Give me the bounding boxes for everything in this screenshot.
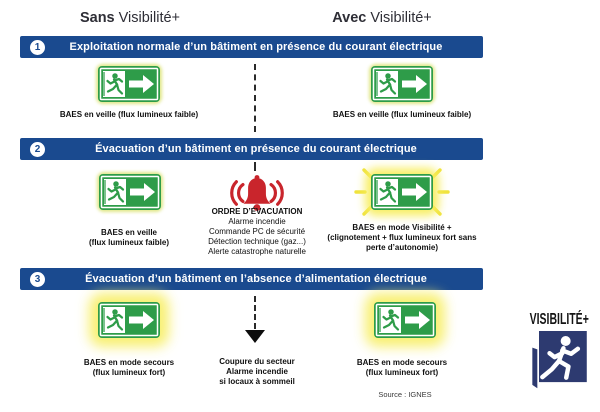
caption-line: (flux lumineux fort) xyxy=(92,368,166,377)
caption-baes-veille-right: BAES en veille (flux lumineux faible) xyxy=(332,110,472,119)
banner-step-1: 1 Exploitation normale d’un bâtiment en … xyxy=(20,36,483,58)
caption-line: BAES en mode secours xyxy=(356,358,448,367)
dashed-divider-line xyxy=(254,162,256,171)
caption-line: (flux lumineux faible) xyxy=(88,238,169,247)
caption-line: BAES en veille xyxy=(100,228,158,237)
caption-baes-veille-2: BAES en veille (flux lumineux faible) xyxy=(29,228,229,248)
caption-line: Commande PC de sécurité xyxy=(208,227,306,236)
exit-sign-secours-icon xyxy=(374,302,436,338)
visibilite-plus-logo-text: VISIBILITÉ+ xyxy=(529,310,589,328)
header-sans-regular: Visibilité+ xyxy=(118,10,181,26)
banner-step-2: 2 Évacuation d’un bâtiment en présence d… xyxy=(20,138,483,160)
banner-2-label: Évacuation d’un bâtiment en présence du … xyxy=(95,143,417,155)
caption-line: BAES en mode Visibilité + xyxy=(352,223,452,232)
caption-ordre-evacuation-title: ORDRE D’ÉVACUATION xyxy=(211,207,303,216)
dashed-divider-line xyxy=(254,64,256,132)
caption-line: (flux lumineux fort) xyxy=(365,368,439,377)
step-number-badge: 3 xyxy=(30,271,45,287)
header-avec-bold: Avec xyxy=(332,10,367,26)
exit-sign-icon xyxy=(371,66,433,102)
dashed-divider-line xyxy=(254,296,256,329)
header-avec-regular: Visibilité+ xyxy=(370,10,432,26)
caption-baes-veille-left: BAES en veille (flux lumineux faible) xyxy=(59,110,199,119)
caption-baes-mode-visibilite: BAES en mode Visibilité + (clignotement … xyxy=(302,223,502,253)
caption-line: perte d’autonomie) xyxy=(365,243,438,252)
exit-sign-icon xyxy=(98,66,160,102)
exit-sign-visibilite-icon xyxy=(371,174,433,210)
caption-baes-secours-right: BAES en mode secours (flux lumineux fort… xyxy=(302,358,502,378)
logo-runner-icon xyxy=(532,331,587,389)
caption-line: Alarme incendie xyxy=(228,217,286,226)
caption-line: si locaux à sommeil xyxy=(219,377,295,386)
banner-1-label: Exploitation normale d’un bâtiment en pr… xyxy=(69,41,443,53)
alarm-bell-icon xyxy=(230,175,284,211)
caption-line: (clignotement + flux lumineux fort sans xyxy=(327,233,477,242)
caption-line: Détection technique (gaz...) xyxy=(208,237,306,246)
caption-coupure-secteur: Coupure du secteur Alarme incendie si lo… xyxy=(177,357,337,387)
down-arrow-icon xyxy=(245,330,265,343)
exit-sign-secours-icon xyxy=(98,302,160,338)
source-credit: Source : IGNES xyxy=(378,390,432,399)
banner-step-3: 3 Évacuation d’un bâtiment en l’absence … xyxy=(20,268,483,290)
exit-sign-icon xyxy=(99,174,161,210)
caption-line: Alarme incendie xyxy=(226,367,288,376)
banner-3-label: Évacuation d’un bâtiment en l’absence d’… xyxy=(85,273,427,285)
caption-ordre-evacuation-lines: Alarme incendie Commande PC de sécurité … xyxy=(167,217,347,257)
step-number-badge: 2 xyxy=(30,141,45,157)
glow-rays-icon xyxy=(354,168,450,216)
step-number-badge: 1 xyxy=(30,39,45,55)
caption-line: Alerte catastrophe naturelle xyxy=(208,247,306,256)
caption-line: Coupure du secteur xyxy=(219,357,295,366)
caption-baes-secours-left: BAES en mode secours (flux lumineux fort… xyxy=(29,358,229,378)
caption-line: BAES en mode secours xyxy=(83,358,175,367)
header-sans-bold: Sans xyxy=(79,10,115,26)
visibilite-plus-logo: VISIBILITÉ+ xyxy=(524,310,594,391)
